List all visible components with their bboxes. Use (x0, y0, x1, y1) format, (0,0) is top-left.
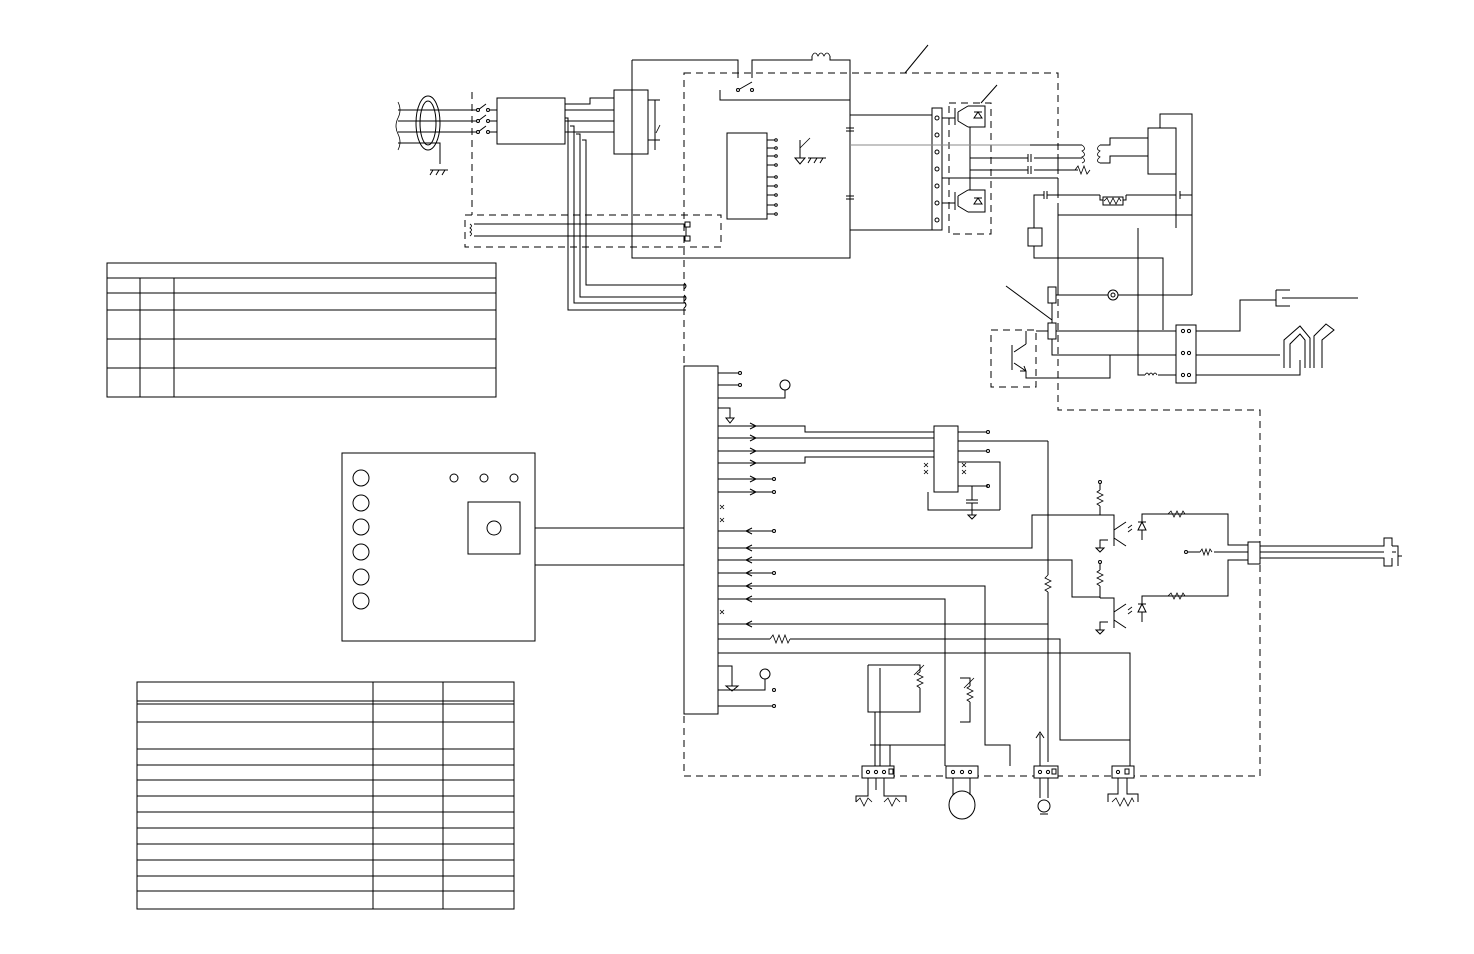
ground-symbol-input (429, 169, 448, 176)
legend-table (106, 262, 497, 398)
connector-sensor (1111, 765, 1135, 779)
pilot-arc-dashed (990, 329, 1037, 388)
panel-led (509, 473, 519, 483)
parts-table (136, 681, 515, 910)
igbt-upper (942, 105, 986, 128)
inverter-section (631, 52, 992, 259)
rectifier-box (613, 89, 649, 155)
igbt-lower (942, 189, 986, 213)
output-stud (1107, 289, 1119, 301)
control-cable-bundle (565, 117, 687, 311)
panel-main-knob (486, 520, 502, 536)
optocoupler-section (1094, 480, 1402, 635)
panel-knob (352, 592, 370, 610)
igbt-module-dashed (948, 102, 992, 235)
output-terminals (990, 228, 1358, 388)
aux-connector-block (464, 214, 722, 248)
line-switch (476, 103, 497, 134)
torch-icon (1283, 323, 1335, 368)
panel-knob (352, 494, 370, 512)
panel-knob (352, 469, 370, 487)
panel-led (449, 473, 459, 483)
bottom-connectors (855, 664, 1139, 820)
ground-symbol-control (793, 137, 826, 165)
control-board (683, 365, 1131, 766)
foot-pedal (948, 790, 976, 820)
front-panel (341, 452, 684, 642)
panel-knob (352, 518, 370, 536)
remote-connector (1247, 541, 1261, 565)
relay-contact (736, 81, 754, 92)
gas-valve-icon (1037, 799, 1051, 813)
signal-ic (933, 425, 959, 493)
torch-connector (1175, 324, 1197, 384)
input-power-section (395, 89, 661, 215)
test-point (779, 379, 791, 391)
panel-knob (352, 568, 370, 586)
panel-led (479, 473, 489, 483)
work-clamp-icon (1275, 289, 1358, 307)
output-section (850, 113, 1193, 330)
control-ic (726, 132, 768, 220)
emi-filter-box (496, 97, 566, 145)
panel-knob (352, 543, 370, 561)
panel-display-window (467, 501, 521, 555)
main-enclosure-dashed (683, 72, 1261, 777)
test-point (759, 668, 771, 680)
ferrite-core (415, 95, 441, 151)
rectifier-output-box (1147, 127, 1177, 175)
